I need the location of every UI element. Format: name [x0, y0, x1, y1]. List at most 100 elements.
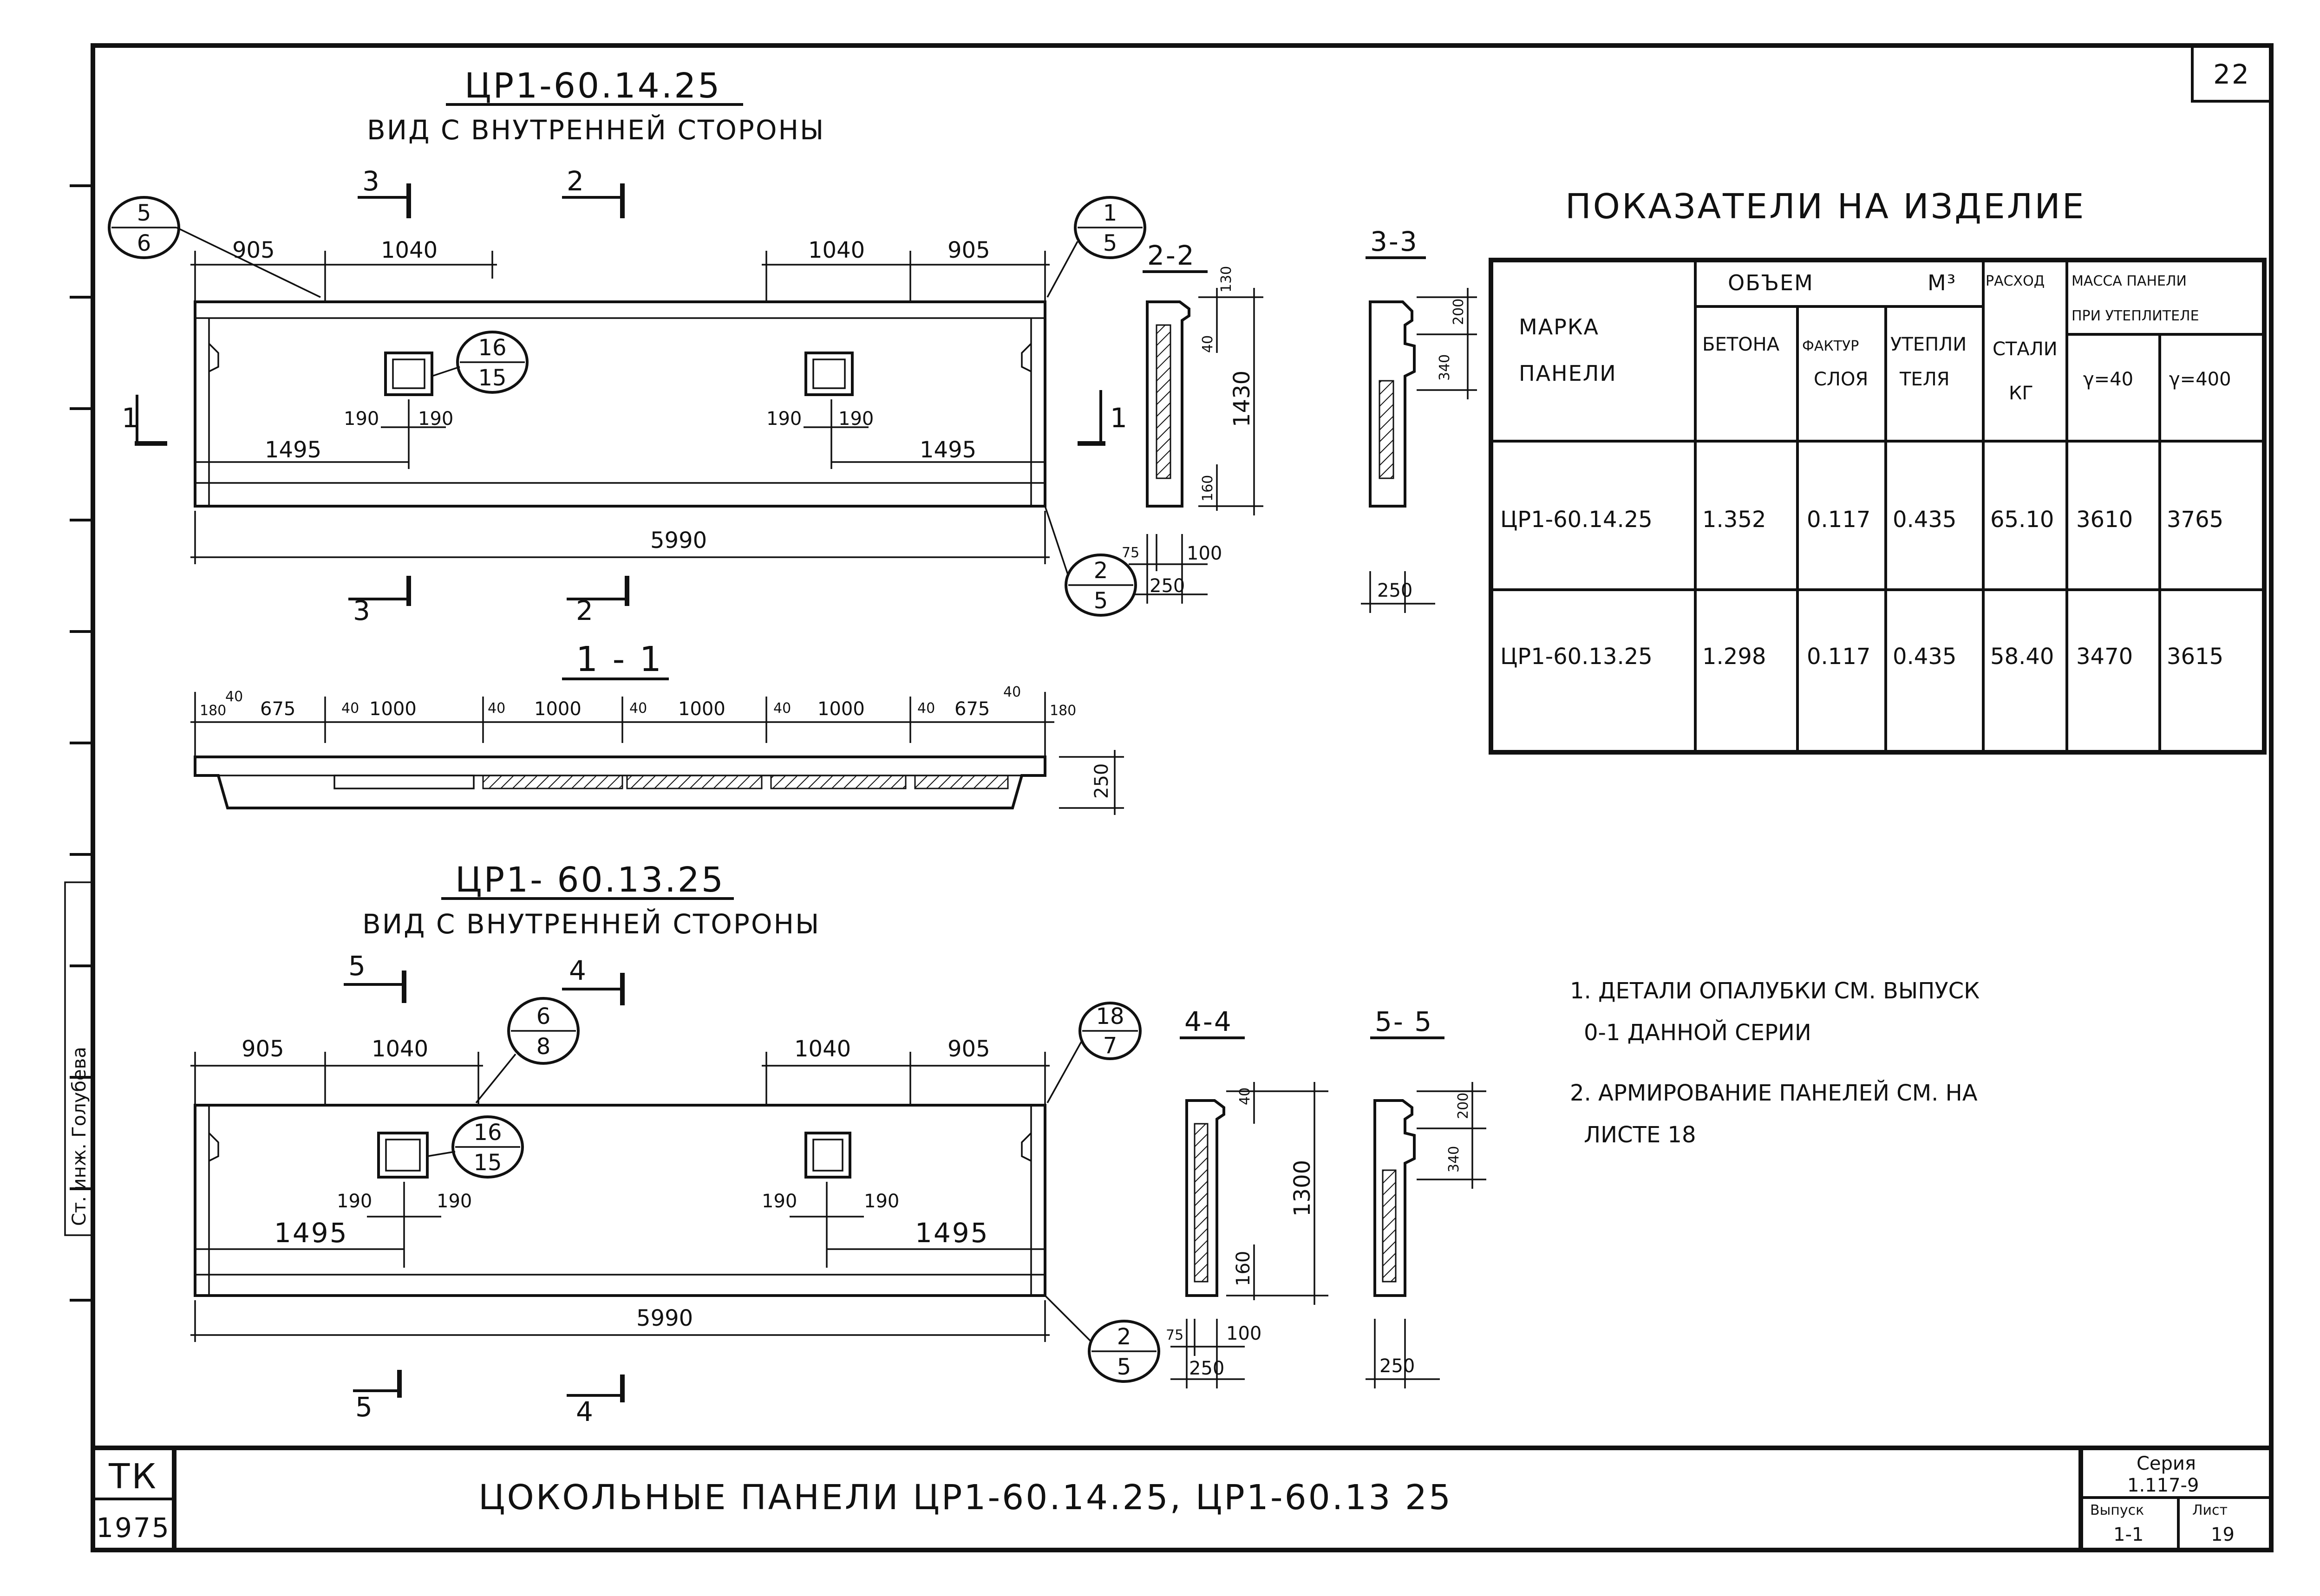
- section-5-5: 5- 5 200 340 250: [1366, 1006, 1486, 1388]
- panel-bottom-section-marks: 5 4 5 4: [344, 950, 625, 1427]
- s11-dim-6: 1000: [534, 698, 582, 720]
- list-label: Лист: [2192, 1502, 2228, 1518]
- panel-bottom-dim-0: 905: [242, 1036, 284, 1062]
- callout-window-num-b: 16: [473, 1120, 502, 1146]
- issue-label: Выпуск: [2090, 1502, 2144, 1518]
- s22-dim-6: 250: [1150, 575, 1185, 597]
- sheet-frame: [70, 43, 2274, 1552]
- panel-top-drawing: ЦР1-60.14.25 ВИД С ВНУТРЕННЕЙ СТОРОНЫ 90…: [108, 66, 1146, 626]
- s11-dim-10: 1000: [817, 698, 865, 720]
- panel-top-callout-bottom: 2 5: [1044, 506, 1137, 617]
- panel-bottom-offset-right: 1495: [915, 1217, 989, 1249]
- panel-bottom-view-label: ВИД С ВНУТРЕННЕЙ СТОРОНЫ: [362, 908, 820, 940]
- th-mark-1: МАРКА: [1519, 314, 1599, 339]
- section-mark-5-bottom: 5: [355, 1391, 374, 1423]
- indicators-title: ПОКАЗАТЕЛИ НА ИЗДЕЛИЕ: [1565, 187, 2086, 227]
- panel-top-half-2: 190: [766, 408, 802, 430]
- panel-top-outline: [194, 300, 1046, 508]
- s22-dim-5: 100: [1187, 543, 1222, 564]
- section-1-1: 1 - 1 180 40 675 40 1000 40 1000 40 1000…: [190, 639, 1124, 815]
- panel-bottom-length: 5990: [636, 1305, 693, 1331]
- panel-bottom-half-3: 190: [864, 1191, 899, 1212]
- s33-dim-2: 250: [1377, 580, 1412, 601]
- section-2-2-profile: [1146, 300, 1190, 508]
- panel-top-callout-left: 5 6: [108, 196, 321, 298]
- section-4-4-title: 4-4: [1184, 1006, 1233, 1037]
- panel-top-callout-window: 16 15: [431, 331, 529, 394]
- row1-mass400: 3615: [2167, 644, 2223, 670]
- panel-bottom-callout-bottom: 2 5: [1044, 1295, 1160, 1383]
- th-facture-2: СЛОЯ: [1814, 369, 1868, 390]
- th-gamma400: γ=400: [2169, 369, 2231, 390]
- panel-bottom-drawing: ЦР1- 60.13.25 ВИД С ВНУТРЕННЕЙ СТОРОНЫ 9…: [190, 860, 1160, 1427]
- table-row: ЦР1-60.14.25 1.352 0.117 0.435 65.10 361…: [1500, 507, 2223, 533]
- section-mark-3-top: 3: [362, 165, 381, 197]
- panel-top-half-3: 190: [838, 408, 874, 430]
- panel-bottom-half-0: 190: [337, 1191, 372, 1212]
- section-mark-5-top: 5: [348, 950, 367, 982]
- th-gamma40: γ=40: [2083, 369, 2133, 390]
- th-mass-2: ПРИ УТЕПЛИТЕЛЕ: [2072, 308, 2199, 324]
- panel-bottom-half-1: 190: [437, 1191, 472, 1212]
- section-5-5-profile: [1373, 1099, 1416, 1297]
- s11-height: 250: [1091, 763, 1112, 799]
- s44-dim-1: 1300: [1289, 1160, 1315, 1217]
- row0-concrete: 1.352: [1702, 507, 1766, 533]
- section-2-2: 2-2 130 40 1430 160 75 100 250: [1122, 240, 1263, 604]
- s11-dim-12: 675: [954, 698, 990, 720]
- side-stamp: Ст. инж. Голубева: [64, 881, 94, 1236]
- panel-bottom-dim-2: 1040: [794, 1036, 851, 1062]
- callout-top-den: 8: [536, 1034, 551, 1060]
- side-stamp-text: Ст. инж. Голубева: [69, 1047, 90, 1226]
- s44-dim-2: 160: [1233, 1251, 1254, 1286]
- th-concrete: БЕТОНА: [1702, 334, 1780, 355]
- th-steel-unit: КГ: [2009, 383, 2033, 404]
- s11-dim-2: 675: [260, 698, 295, 720]
- panel-top-view-label: ВИД С ВНУТРЕННЕЙ СТОРОНЫ: [367, 114, 825, 146]
- row0-steel: 65.10: [1990, 507, 2054, 533]
- s33-dim-0: 200: [1451, 299, 1467, 325]
- callout-bottom-den: 5: [1094, 588, 1108, 614]
- panel-top-window-right: [804, 352, 854, 396]
- panel-top-section-marks: 3 2 1 1 3 2: [122, 165, 1129, 626]
- panel-bottom-callout-window: 16 15: [427, 1115, 524, 1179]
- panel-top-mark: ЦР1-60.14.25: [464, 66, 721, 106]
- panel-bottom-callout-right: 18 7: [1046, 1002, 1142, 1103]
- panel-bottom-dim-1: 1040: [372, 1036, 428, 1062]
- panel-top-offset-right: 1495: [920, 437, 976, 463]
- panel-top-dim-0: 905: [232, 237, 275, 263]
- section-mark-4-top: 4: [569, 955, 588, 986]
- list-value: 19: [2211, 1524, 2235, 1545]
- section-4-4: 4-4 40 1300 160 75 100 250: [1166, 1006, 1328, 1388]
- series-label: Серия: [2137, 1453, 2196, 1474]
- note-1-line1: 1. ДЕТАЛИ ОПАЛУБКИ СМ. ВЫПУСК: [1570, 978, 1980, 1004]
- title-block: ТК 1975 ЦОКОЛЬНЫЕ ПАНЕЛИ ЦР1-60.14.25, Ц…: [93, 1446, 2271, 1550]
- section-3-3: 3-3 200 340 250: [1361, 226, 1477, 613]
- panel-top-offset-left: 1495: [265, 437, 321, 463]
- s11-dim-0: 180: [200, 703, 226, 719]
- callout-right-den: 5: [1103, 230, 1118, 256]
- panel-bottom-half-2: 190: [762, 1191, 797, 1212]
- org-code: ТК: [108, 1457, 158, 1497]
- row0-facture: 0.117: [1807, 507, 1870, 533]
- th-insul-2: ТЕЛЯ: [1899, 369, 1950, 390]
- panel-top-dim-3: 905: [948, 237, 990, 263]
- series-value: 1.117-9: [2127, 1475, 2199, 1496]
- section-1-1-profile: [194, 756, 1046, 809]
- section-mark-1-right: 1: [1110, 402, 1129, 434]
- row0-mass40: 3610: [2076, 507, 2133, 533]
- callout-left-den: 6: [137, 230, 151, 256]
- s11-dim-13: 40: [1003, 684, 1021, 700]
- s11-dim-5: 40: [488, 700, 505, 717]
- s44-dim-3: 75: [1166, 1327, 1183, 1343]
- s55-dim-2: 250: [1379, 1355, 1415, 1377]
- panel-bottom-window-right: [804, 1132, 851, 1179]
- s11-dim-3: 40: [341, 700, 359, 717]
- row0-mass400: 3765: [2167, 507, 2223, 533]
- th-volume-unit: М³: [1928, 270, 1956, 295]
- page-number-box: 22: [2191, 44, 2273, 103]
- s11-dim-8: 1000: [678, 698, 725, 720]
- note-1-line2: 0-1 ДАННОЙ СЕРИИ: [1584, 1019, 1811, 1046]
- section-4-4-profile: [1185, 1099, 1225, 1297]
